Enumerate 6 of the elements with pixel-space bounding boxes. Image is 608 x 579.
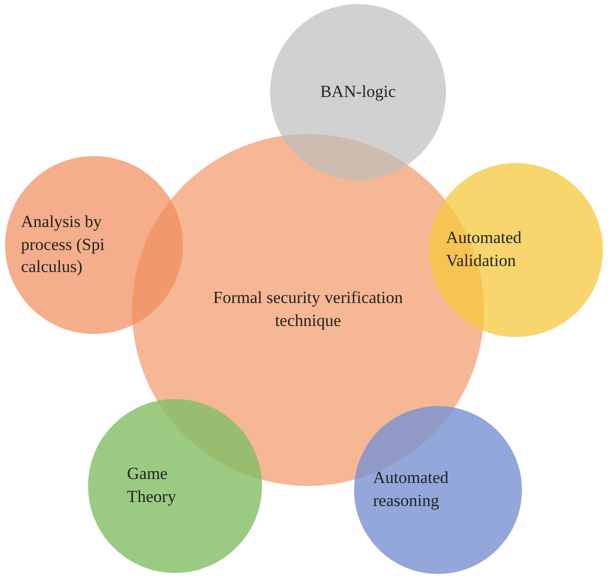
circle-label: Formal security verification technique: [213, 287, 403, 332]
circle-label: BAN-logic: [319, 80, 397, 103]
circle-label: Analysis by process (Spi calculus): [21, 210, 106, 278]
circle-label: Automated Validation: [446, 227, 523, 272]
circle-label: Automated reasoning: [373, 467, 450, 512]
circle-label: Game Theory: [127, 463, 178, 508]
